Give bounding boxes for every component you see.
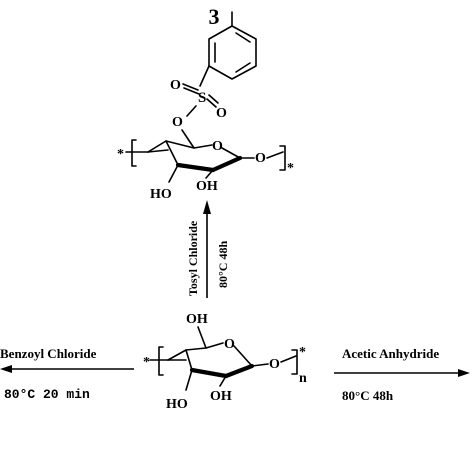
toluene-ring bbox=[208, 11, 257, 80]
ring-oxygen-center: O bbox=[224, 337, 235, 352]
tosylation-condition: 80°C 48h bbox=[216, 241, 230, 288]
ester-oxygen: O bbox=[172, 115, 183, 130]
tosylation-reagent: Tosyl Chloride bbox=[186, 220, 200, 296]
benzoylation-arrow: Benzoyl Chloride 80°C 20 min bbox=[0, 346, 134, 402]
acetylation-arrow: Acetic Anhydride 80°C 48h bbox=[334, 346, 470, 403]
ring-oxygen-top: O bbox=[212, 139, 223, 154]
tosylation-arrow: Tosyl Chloride 80°C 48h bbox=[186, 200, 230, 298]
hydroxyl-left-center: HO bbox=[166, 397, 188, 412]
tosyl-cellulose-structure: S O O O O * O * HO OH bbox=[117, 11, 294, 202]
hydroxymethyl-oh: OH bbox=[186, 312, 208, 327]
repeat-unit-n: n bbox=[299, 371, 307, 386]
star-left-top: * bbox=[117, 147, 124, 162]
acetylation-reagent: Acetic Anhydride bbox=[342, 346, 439, 361]
cellulose-structure: OH O * O n * HO OH bbox=[143, 312, 307, 412]
star-right-center: * bbox=[299, 345, 306, 360]
star-right-top: * bbox=[287, 161, 294, 176]
sulfonyl-oxygen-right: O bbox=[216, 106, 227, 121]
benzoylation-reagent: Benzoyl Chloride bbox=[0, 346, 97, 361]
compound-number: 3 bbox=[209, 4, 220, 29]
hydroxyl-right-center: OH bbox=[210, 389, 232, 404]
glycosidic-oxygen-top: O bbox=[255, 151, 266, 166]
sulfonyl-oxygen-upper: O bbox=[170, 78, 181, 93]
benzoylation-condition: 80°C 20 min bbox=[4, 387, 90, 402]
sulfur-atom: S bbox=[198, 90, 206, 106]
glycosidic-oxygen-center: O bbox=[269, 357, 280, 372]
hydroxyl-right-top: OH bbox=[196, 179, 218, 194]
hydroxyl-left-top: HO bbox=[150, 187, 172, 202]
acetylation-condition: 80°C 48h bbox=[342, 388, 394, 403]
star-left-center: * bbox=[143, 355, 150, 370]
